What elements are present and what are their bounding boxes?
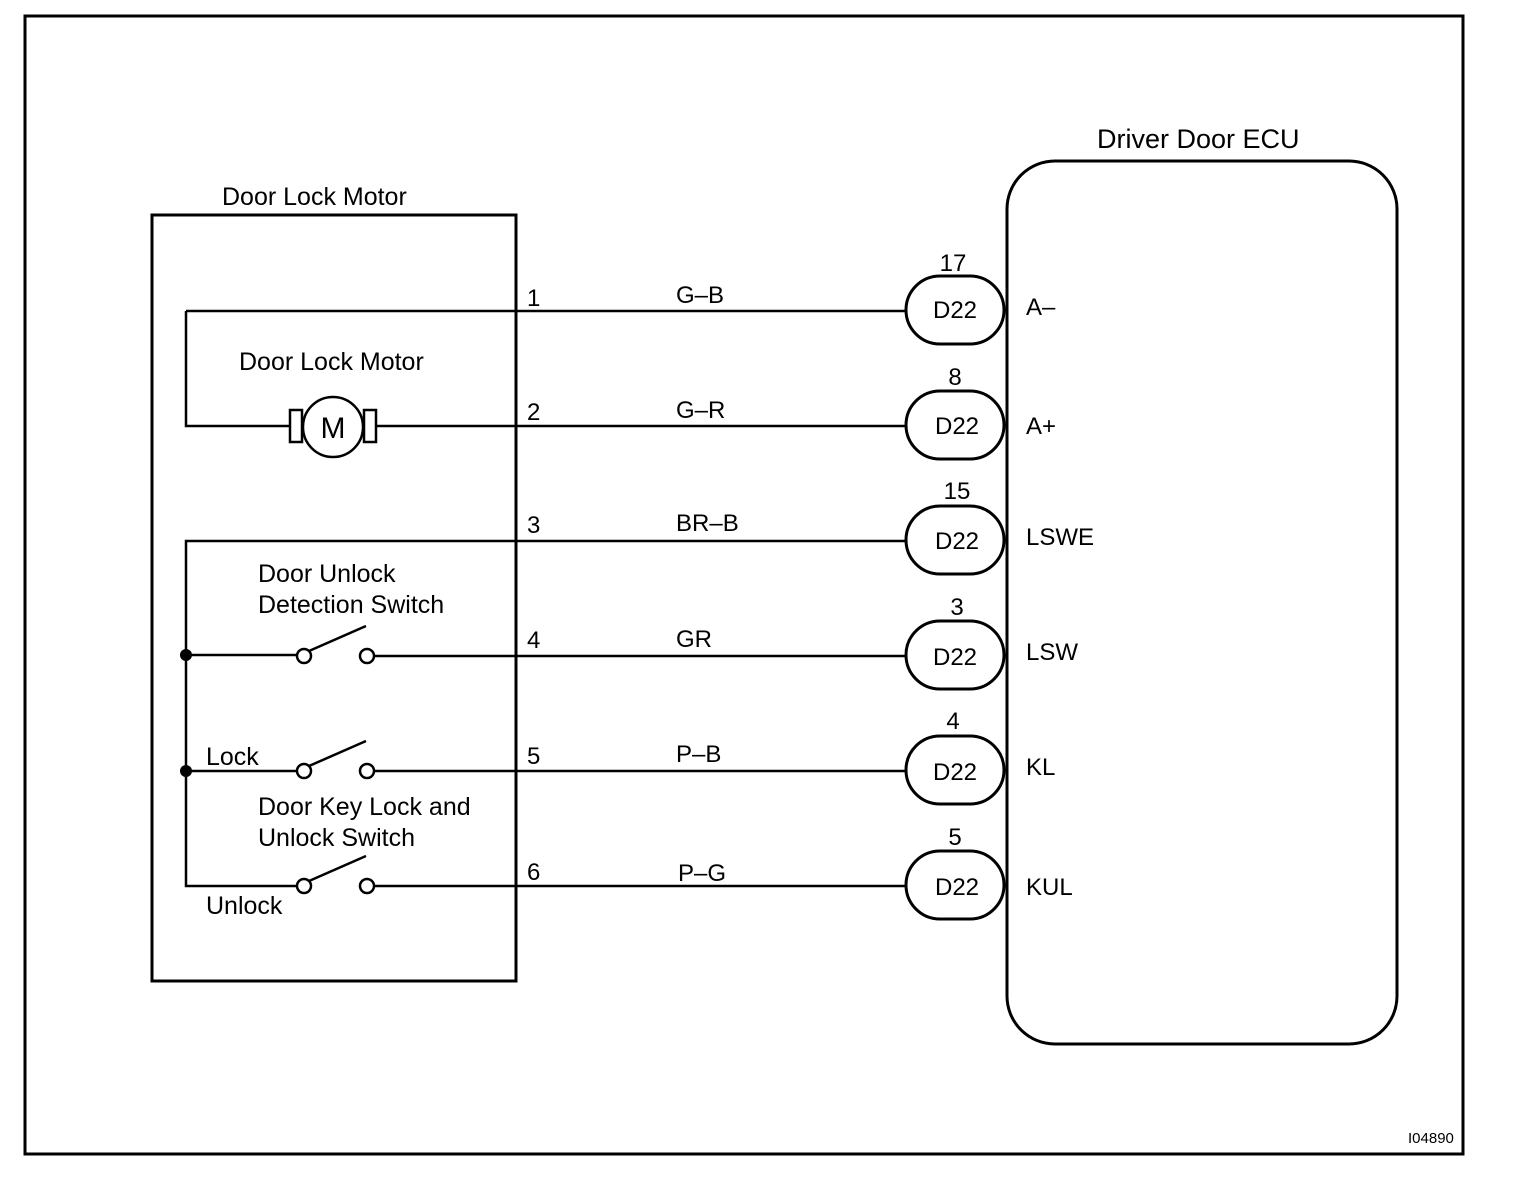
wire-5: 5 P–B 4 D22 KL [516, 708, 1055, 806]
switch-common-rail [180, 539, 516, 888]
motor-box-title: Door Lock Motor [222, 183, 407, 211]
unlock-detection-switch [295, 624, 516, 665]
connector-label: D22 [933, 644, 977, 671]
unlock-detect-label-2: Detection Switch [258, 591, 444, 619]
ecu-pin: 8 [948, 364, 961, 391]
key-switch-label-2: Unlock Switch [258, 824, 415, 852]
connector-label: D22 [935, 413, 979, 440]
ecu-pin: 4 [946, 708, 959, 735]
wire-3: 3 BR–B 15 D22 LSWE [516, 478, 1094, 576]
unlock-switch [295, 854, 516, 895]
ecu-pin: 17 [940, 250, 967, 277]
motor-symbol-letter: M [321, 412, 346, 445]
wire-color: P–B [676, 741, 721, 768]
wire-pin: 5 [527, 743, 540, 770]
lock-label: Lock [206, 743, 259, 771]
ecu-box [1005, 159, 1399, 1046]
unlock-detect-label-1: Door Unlock [258, 560, 396, 588]
ecu-terminal: LSW [1026, 639, 1078, 666]
wire-2: 2 G–R 8 D22 A+ [516, 364, 1056, 461]
connector-label: D22 [933, 297, 977, 324]
key-switch-label-1: Door Key Lock and [258, 793, 471, 821]
ecu-pin: 5 [948, 824, 961, 851]
ecu-pin: 3 [950, 594, 963, 621]
motor-box [150, 213, 518, 983]
lock-switch [295, 739, 516, 780]
connector [904, 734, 1006, 806]
wire-6: 6 P–G 5 D22 KUL [516, 824, 1073, 921]
wire-pin: 2 [527, 399, 540, 426]
motor-symbol [288, 395, 516, 459]
wire-color: BR–B [676, 510, 739, 537]
motor-label: Door Lock Motor [239, 348, 424, 376]
connector [904, 504, 1006, 576]
wire-color: G–R [676, 397, 725, 424]
outer-frame [23, 14, 1465, 1156]
wire-color: G–B [676, 282, 724, 309]
motor-loop [184, 309, 516, 428]
figure-id: I04890 [1408, 1130, 1454, 1147]
unlock-label: Unlock [206, 892, 283, 920]
connector-label: D22 [935, 528, 979, 555]
connector [904, 619, 1006, 691]
ecu-terminal: KL [1026, 754, 1055, 781]
wire-pin: 4 [527, 627, 540, 654]
ecu-terminal: KUL [1026, 874, 1073, 901]
connector-label: D22 [935, 874, 979, 901]
connector-label: D22 [933, 759, 977, 786]
ecu-terminal: LSWE [1026, 524, 1094, 551]
connector [904, 389, 1006, 461]
wire-pin: 6 [527, 859, 540, 886]
ecu-title: Driver Door ECU [1097, 124, 1300, 154]
wire-pin: 1 [527, 285, 540, 312]
ecu-terminal: A+ [1026, 413, 1056, 440]
ecu-terminal: A– [1026, 294, 1056, 321]
ecu-pin: 15 [944, 478, 971, 505]
wire-pin: 3 [527, 512, 540, 539]
wire-1: 1 G–B 17 D22 A– [516, 250, 1056, 346]
connector [904, 849, 1006, 921]
wire-color: P–G [678, 860, 726, 887]
wire-color: GR [676, 626, 712, 653]
connector [904, 274, 1006, 346]
wire-4: 4 GR 3 D22 LSW [516, 594, 1078, 691]
